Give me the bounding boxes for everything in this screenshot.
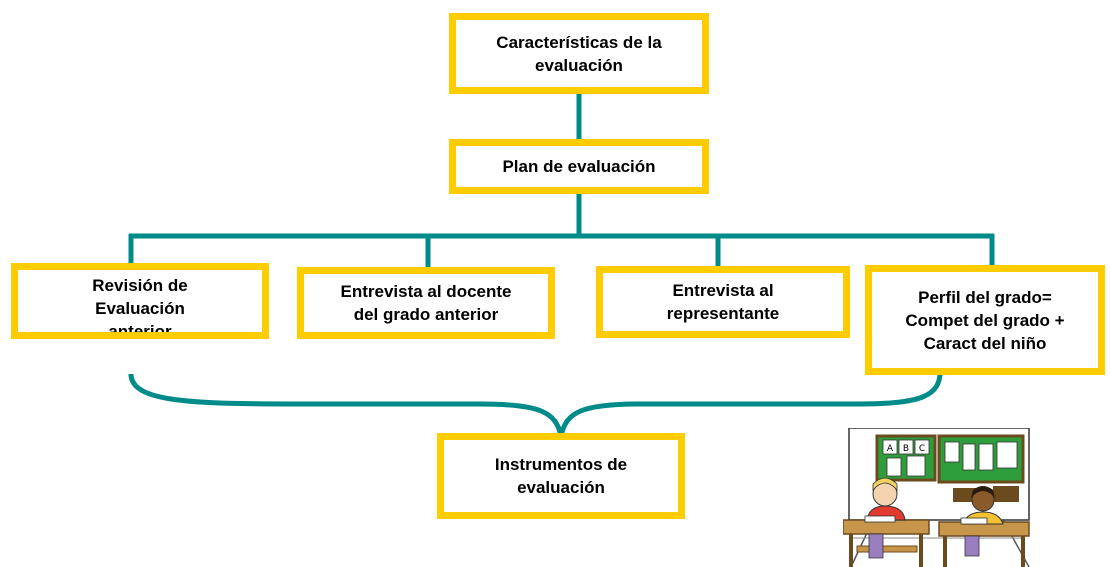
node-entrevista-docente-label: Entrevista al docente del grado anterior	[340, 282, 512, 324]
node-revision: Revisión de Evaluación anterior	[11, 263, 269, 339]
node-perfil-label: Perfil del grado= Compet del grado + Car…	[905, 287, 1065, 353]
classroom-clipart-icon: A B C	[843, 428, 1030, 567]
node-caracteristicas-label: Características de la evaluación	[496, 32, 662, 75]
board-letter-c: C	[919, 444, 925, 454]
node-revision-label: Revisión de Evaluación anterior	[92, 276, 188, 339]
node-perfil: Perfil del grado= Compet del grado + Car…	[865, 265, 1105, 375]
node-instrumentos-label: Instrumentos de evaluación	[494, 455, 628, 497]
node-caracteristicas: Características de la evaluación	[449, 13, 709, 94]
node-entrevista-representante-label: Entrevista al representante	[666, 281, 780, 323]
node-instrumentos: Instrumentos de evaluación	[437, 433, 685, 519]
board-letter-a: A	[887, 444, 894, 454]
node-entrevista-docente: Entrevista al docente del grado anterior	[297, 267, 555, 339]
board-letter-b: B	[903, 444, 909, 454]
node-plan: Plan de evaluación	[449, 139, 709, 194]
node-entrevista-representante: Entrevista al representante	[596, 266, 850, 338]
node-plan-label: Plan de evaluación	[502, 157, 656, 176]
brace-connector	[128, 371, 943, 437]
